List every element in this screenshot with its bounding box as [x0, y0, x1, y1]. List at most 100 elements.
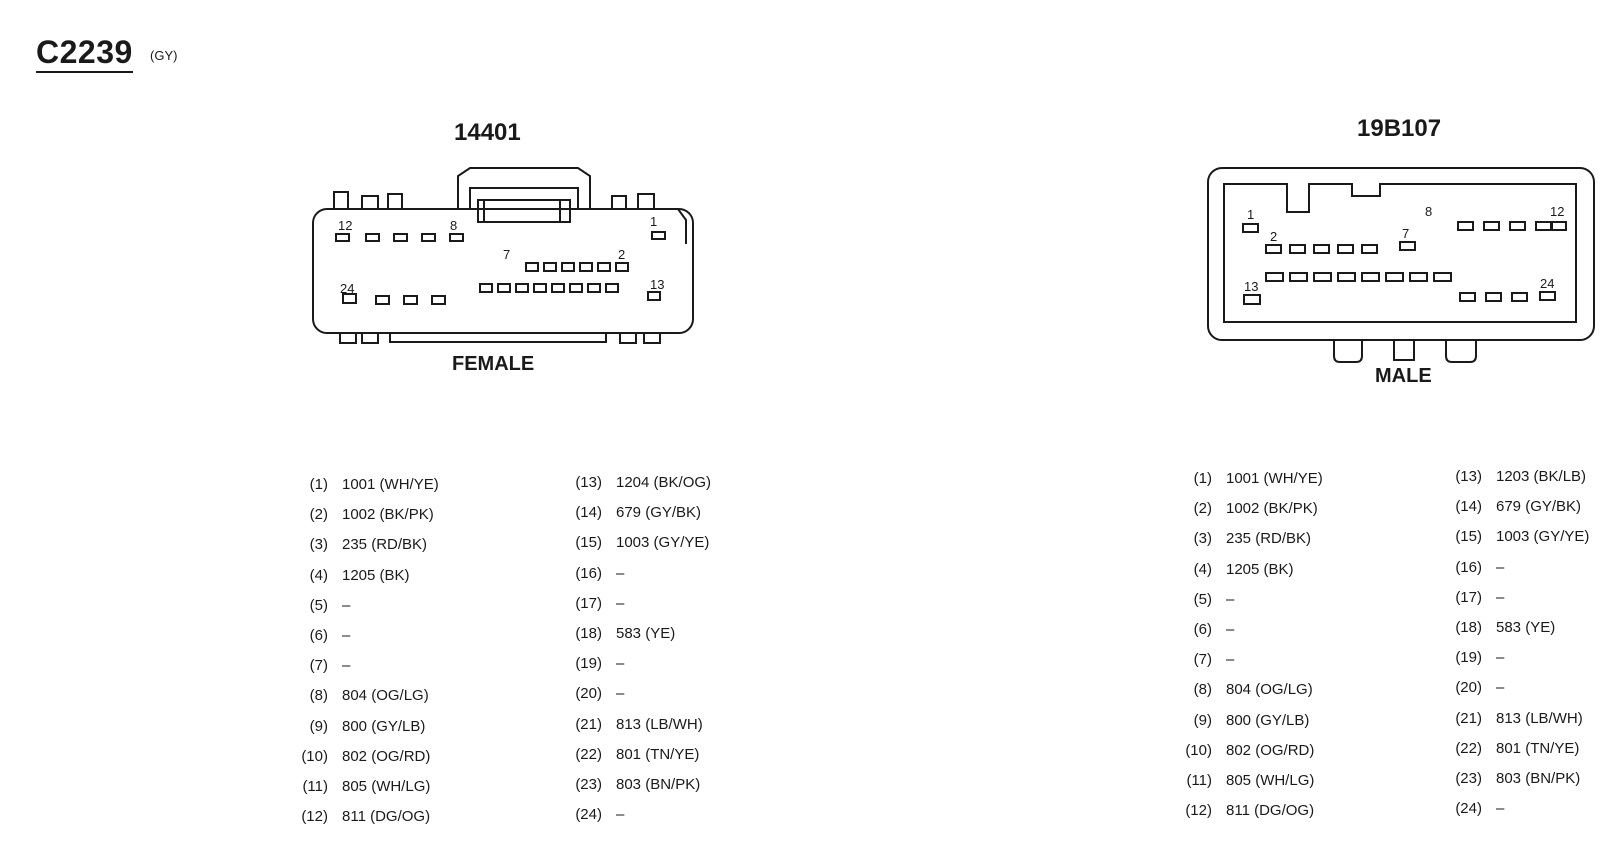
- male-part-number: 19B107: [1357, 115, 1442, 142]
- pin-circuit: –: [616, 564, 625, 582]
- pin-number: (6): [1193, 621, 1212, 638]
- pin-number: (24): [575, 806, 602, 824]
- pin-circuit: 813 (LB/WH): [616, 715, 703, 733]
- pin-circuit: 1001 (WH/YE): [342, 476, 439, 493]
- pin-circuit: –: [616, 655, 625, 673]
- connector-color-code: (GY): [150, 48, 178, 63]
- pin-circuit: 801 (TN/YE): [616, 745, 700, 763]
- pin-number: (12): [301, 808, 328, 826]
- male-connector-drawing: [1207, 167, 1595, 363]
- male-cavity-label: 24: [1540, 276, 1555, 291]
- female-cavity-label: 7: [503, 247, 511, 262]
- pin-circuit: 1001 (WH/YE): [1226, 470, 1323, 487]
- male-cavity-label: 1: [1247, 207, 1255, 222]
- pin-circuit: 805 (WH/LG): [1226, 772, 1315, 789]
- female-connector-body: [312, 208, 694, 334]
- female-cavity-label: 13: [650, 277, 665, 292]
- pin-number: (8): [309, 687, 328, 705]
- pin-number: (9): [309, 717, 328, 735]
- pin-circuit: 800 (GY/LB): [1226, 711, 1310, 729]
- pin-circuit: 811 (DG/OG): [1226, 802, 1315, 820]
- pin-number: (14): [1455, 498, 1482, 516]
- pin-circuit: –: [1226, 590, 1235, 608]
- pin-circuit: –: [1496, 649, 1505, 667]
- female-cavity-label: 8: [450, 218, 458, 233]
- pin-circuit: 813 (LB/WH): [1496, 709, 1583, 727]
- pin-circuit: 803 (BN/PK): [1496, 770, 1581, 787]
- pin-circuit: 1003 (GY/YE): [1496, 528, 1590, 546]
- pin-number: (16): [1455, 558, 1482, 576]
- pin-circuit: –: [1496, 558, 1505, 576]
- pin-number: (18): [575, 625, 602, 642]
- pin-circuit: –: [342, 627, 351, 644]
- female-cavity-label: 2: [618, 247, 626, 262]
- pin-circuit: 679 (GY/BK): [1496, 498, 1582, 516]
- pin-number: (5): [309, 596, 328, 614]
- pin-circuit: 1002 (BK/PK): [1226, 500, 1318, 518]
- pin-number: (8): [1193, 681, 1212, 699]
- pin-circuit: –: [616, 806, 625, 824]
- male-cavity-label: 13: [1244, 279, 1259, 294]
- pin-circuit: –: [1496, 588, 1505, 606]
- female-cavity-label: 1: [650, 214, 658, 229]
- pin-number: (13): [575, 474, 602, 491]
- pin-number: (22): [575, 745, 602, 763]
- pin-circuit: 1205 (BK): [342, 566, 410, 584]
- pin-number: (20): [575, 685, 602, 703]
- pin-number: (23): [575, 776, 602, 793]
- pin-number: (2): [309, 506, 328, 524]
- pin-circuit: 1002 (BK/PK): [342, 506, 434, 524]
- male-cavity-label: 7: [1402, 226, 1410, 241]
- pin-circuit: 1203 (BK/LB): [1496, 468, 1587, 485]
- pin-circuit: –: [342, 596, 351, 614]
- female-connector-drawing: [312, 167, 694, 344]
- pin-circuit: 804 (OG/LG): [342, 687, 429, 705]
- pin-number: (21): [1455, 709, 1482, 727]
- pin-number: (22): [1455, 739, 1482, 757]
- pin-circuit: 1003 (GY/YE): [616, 534, 710, 552]
- female-cavity-label: 24: [340, 281, 355, 296]
- female-part-number: 14401: [454, 119, 521, 146]
- female-cavity-label: 12: [338, 218, 353, 233]
- pin-circuit: 583 (YE): [616, 625, 676, 642]
- pin-number: (3): [309, 536, 328, 554]
- pin-number: (3): [1193, 530, 1212, 548]
- pin-circuit: 583 (YE): [1496, 619, 1556, 636]
- pin-number: (19): [1455, 649, 1482, 667]
- pin-circuit: 235 (RD/BK): [342, 536, 428, 554]
- pin-circuit: 803 (BN/PK): [616, 776, 701, 793]
- male-label: MALE: [1375, 365, 1432, 387]
- pin-number: (4): [309, 566, 328, 584]
- pin-number: (10): [301, 747, 328, 765]
- pin-number: (17): [1455, 588, 1482, 606]
- pin-circuit: 801 (TN/YE): [1496, 739, 1580, 757]
- pin-circuit: 1205 (BK): [1226, 560, 1294, 578]
- pin-circuit: –: [1226, 621, 1235, 638]
- pin-number: (13): [1455, 468, 1482, 485]
- pin-circuit: –: [616, 685, 625, 703]
- male-cavity-label: 12: [1550, 204, 1565, 219]
- pin-circuit: –: [342, 657, 351, 675]
- pin-circuit: 805 (WH/LG): [342, 778, 431, 795]
- pin-number: (7): [1193, 651, 1212, 669]
- pin-circuit: –: [616, 594, 625, 612]
- pin-circuit: –: [1496, 679, 1505, 697]
- pin-number: (23): [1455, 770, 1482, 787]
- pin-number: (11): [1186, 772, 1212, 789]
- pin-circuit: 811 (DG/OG): [342, 808, 431, 826]
- pin-number: (10): [1185, 741, 1212, 759]
- female-latch-window: [477, 199, 571, 223]
- pin-number: (9): [1193, 711, 1212, 729]
- pin-number: (5): [1193, 590, 1212, 608]
- pin-circuit: 1204 (BK/OG): [616, 474, 712, 491]
- pin-number: (2): [1193, 500, 1212, 518]
- pin-circuit: 235 (RD/BK): [1226, 530, 1312, 548]
- pin-number: (14): [575, 504, 602, 522]
- pin-number: (18): [1455, 619, 1482, 636]
- pin-number: (24): [1455, 800, 1482, 818]
- pin-number: (6): [309, 627, 328, 644]
- pin-circuit: 679 (GY/BK): [616, 504, 702, 522]
- connector-id: C2239: [36, 34, 133, 73]
- pin-circuit: –: [1496, 800, 1505, 818]
